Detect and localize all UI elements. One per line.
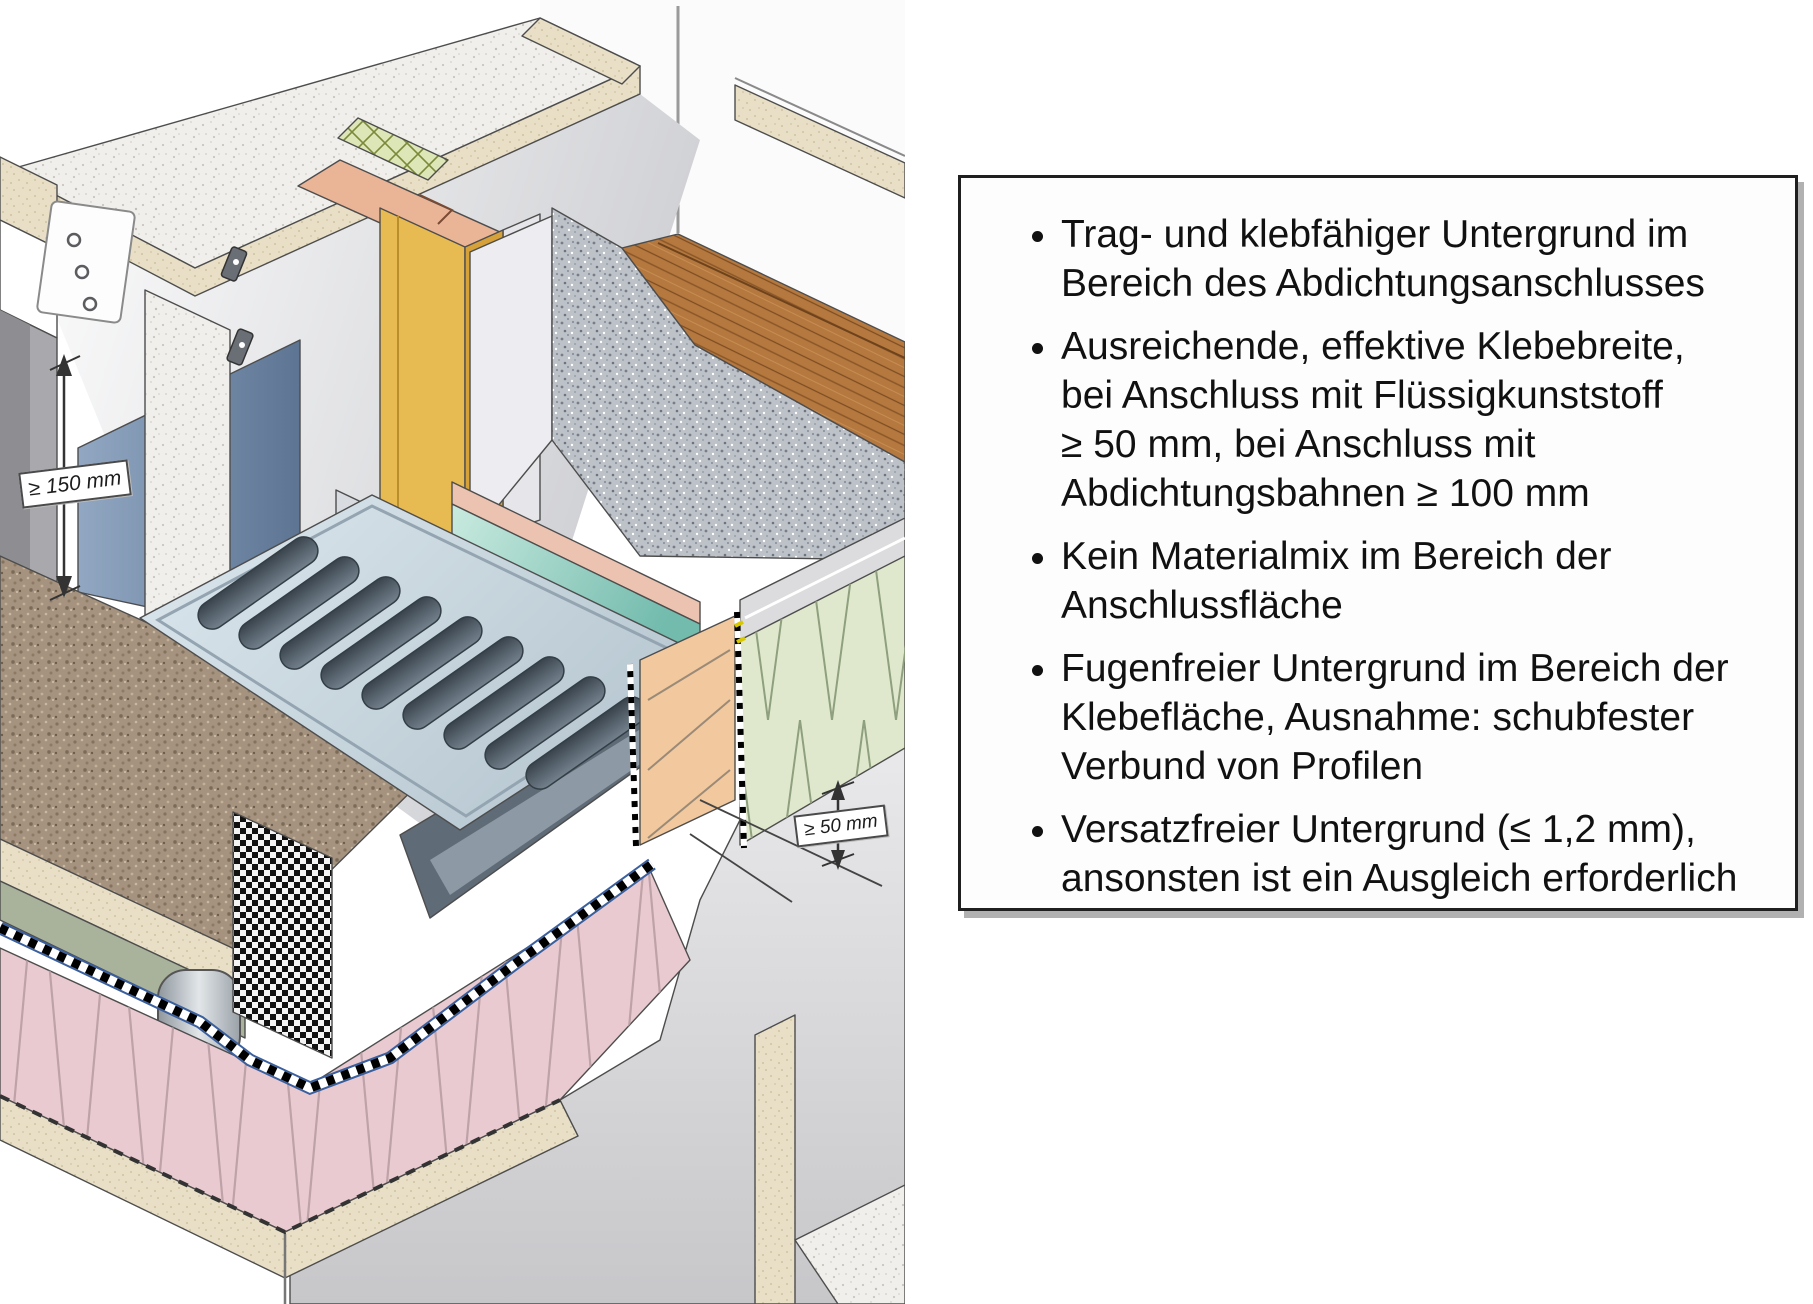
requirements-list: Trag- und klebfähiger Untergrund im Bere… [991, 210, 1769, 903]
perimeter-insulation [639, 615, 736, 846]
interior-floor [551, 207, 905, 561]
insulation-orange [639, 615, 736, 846]
slab-soffit-band [0, 1095, 579, 1304]
bituminous-membrane [0, 611, 747, 1235]
floor-buildup-right [739, 517, 905, 846]
wood-parquet-floor [621, 233, 905, 463]
isometric-detail-drawing [0, 0, 905, 1304]
drainage-channel [139, 494, 719, 919]
drain-mat-block [232, 811, 333, 1059]
rail-bracket-icon [220, 246, 254, 366]
grate-slots [197, 536, 647, 790]
slab-edge-band-right [734, 84, 905, 199]
wall-band-bottom-right [754, 1014, 905, 1304]
joint-insulation-strip [337, 117, 449, 181]
dimension-50 [689, 780, 883, 903]
requirements-notes-box: Trag- und klebfähiger Untergrund im Bere… [958, 175, 1798, 911]
list-item: Ausreichende, effektive Klebebreite, bei… [1061, 322, 1769, 518]
list-item: Kein Materialmix im Bereich der Anschlus… [1061, 532, 1769, 630]
list-item: Fugenfreier Untergrund im Bereich der Kl… [1061, 644, 1769, 791]
construction-detail-illustration: ≥ 150 mm ≥ 50 mm [0, 0, 905, 1304]
list-item: Trag- und klebfähiger Untergrund im Bere… [1061, 210, 1769, 308]
fastening-bracket-panel [36, 200, 136, 324]
list-item: Versatzfreier Untergrund (≤ 1,2 mm), ans… [1061, 805, 1769, 903]
